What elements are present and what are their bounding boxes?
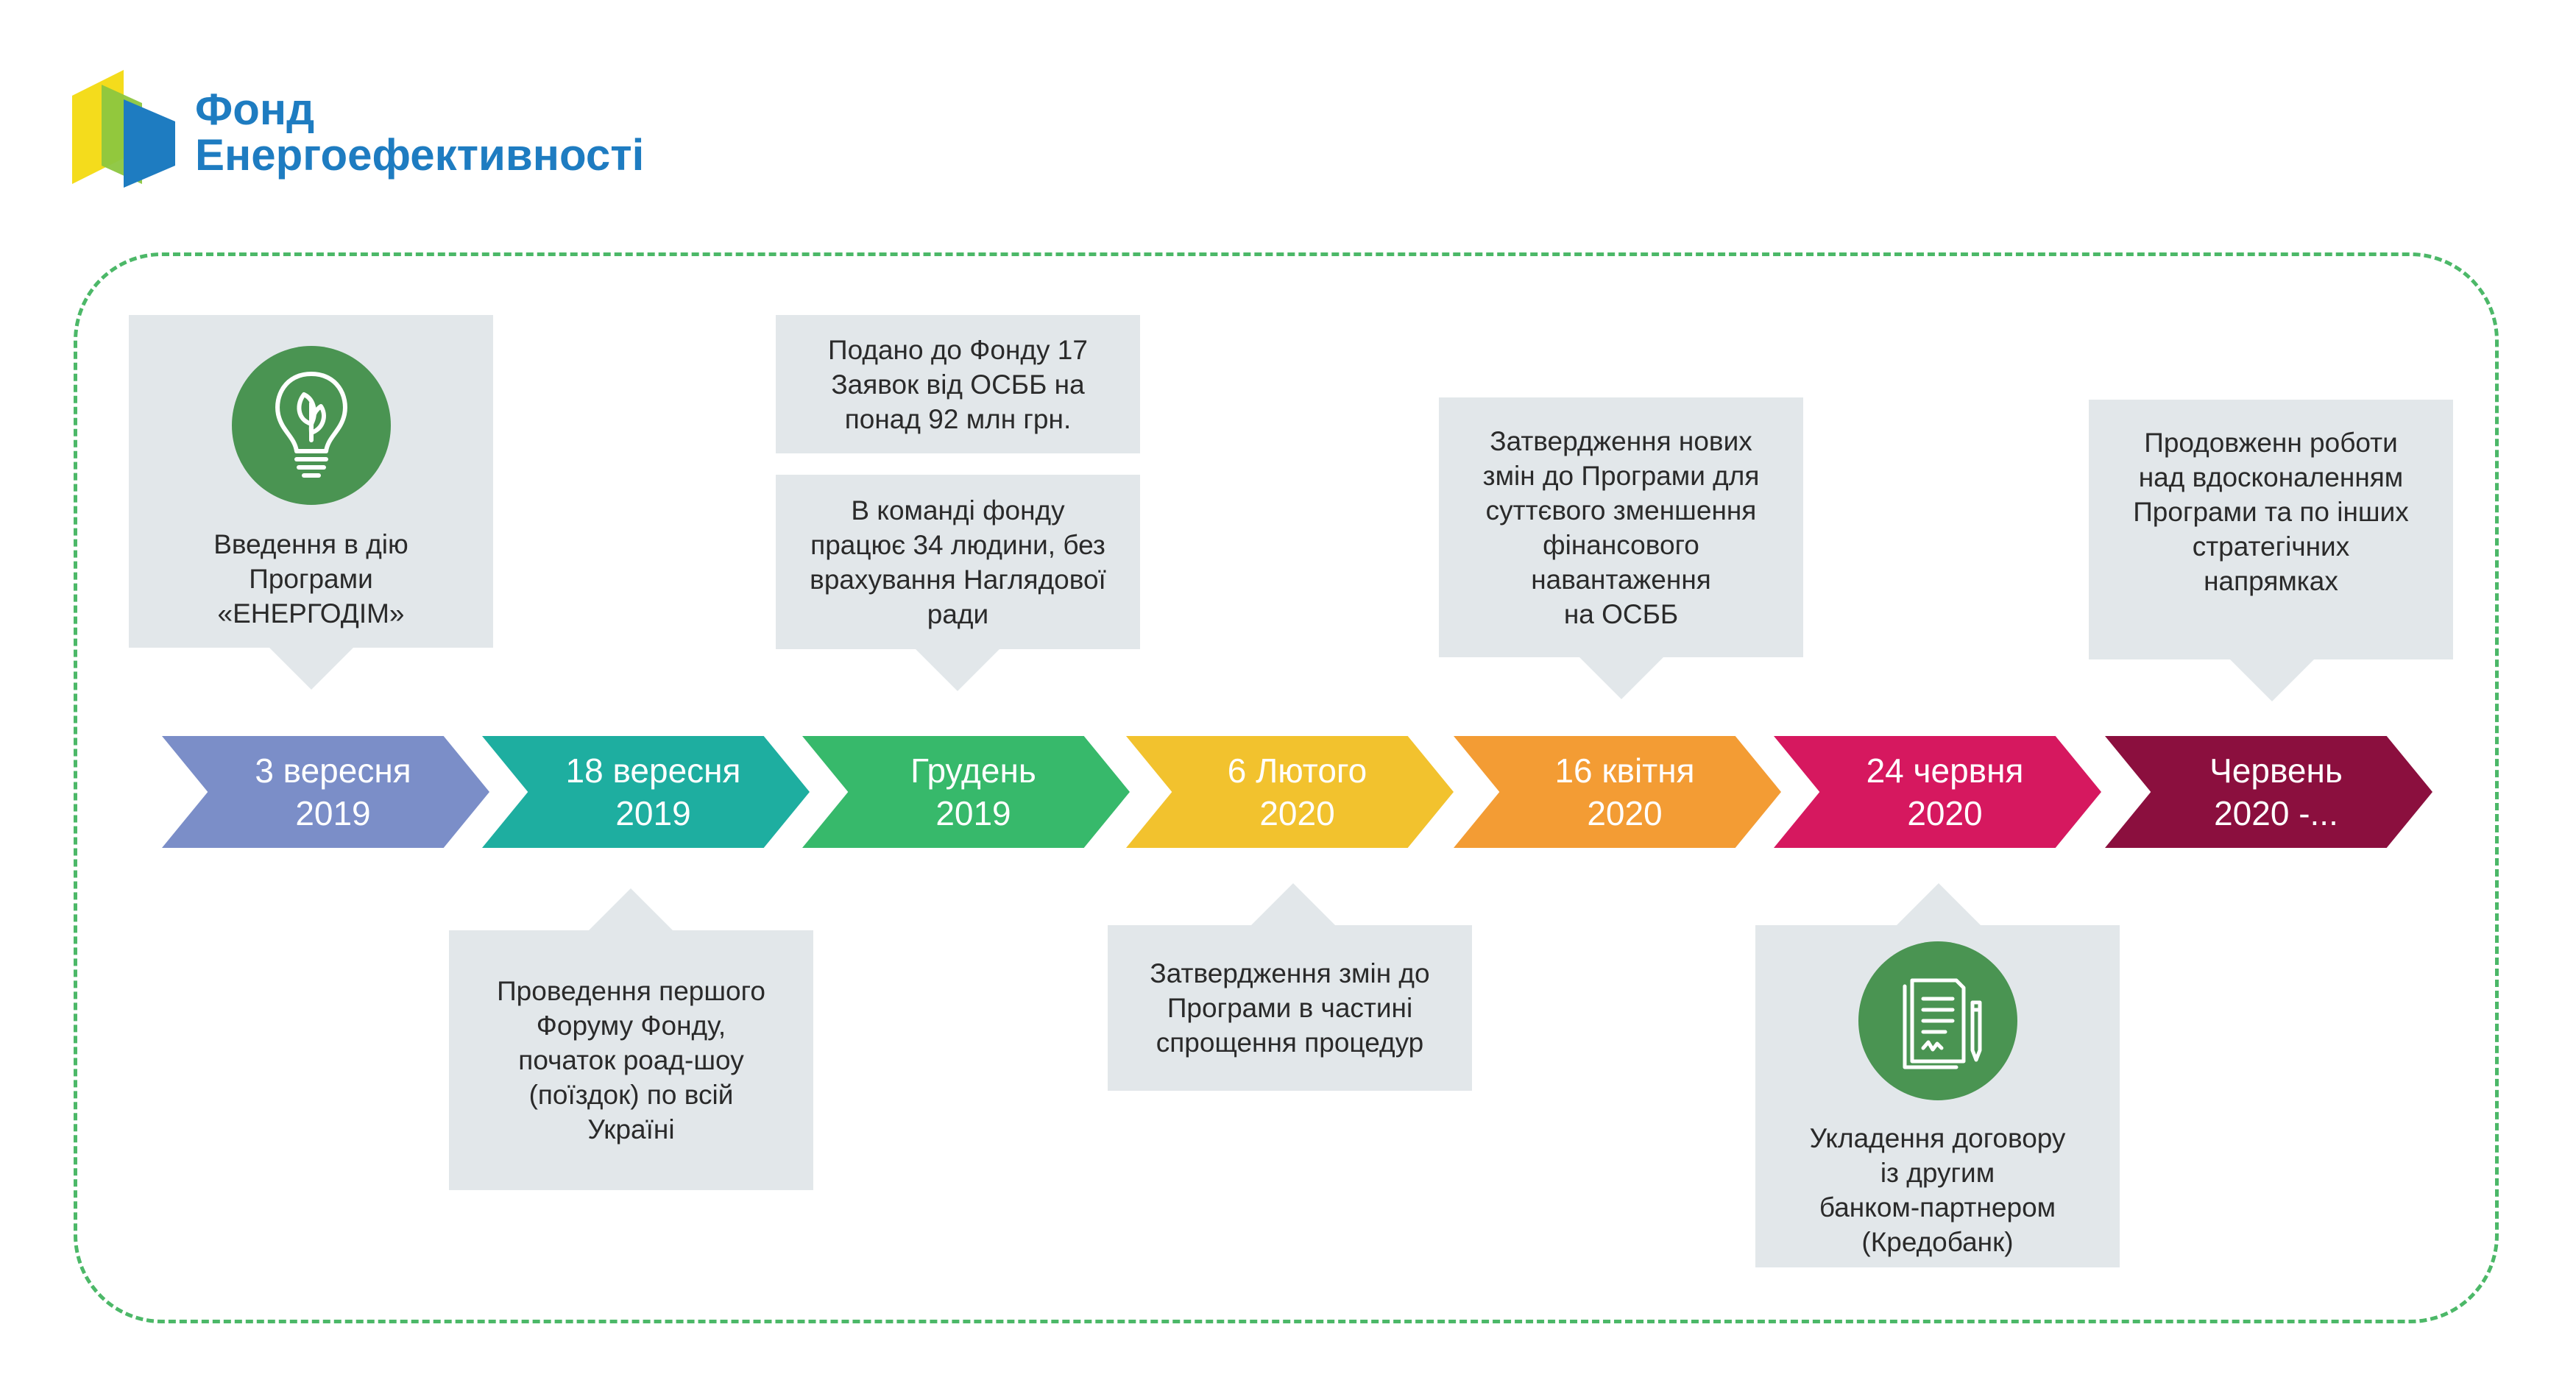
timeline-date: 16 квітня 2020 xyxy=(1554,751,1695,832)
timeline-date: Червень 2020 -... xyxy=(2209,751,2343,832)
timeline-frame xyxy=(74,252,2499,1323)
timeline-step-2: 18 вересня 2019 xyxy=(482,736,810,848)
callout-simplification: Затвердження змін до Програми в частині … xyxy=(1108,925,1472,1091)
callout-applications: Подано до Фонду 17 Заявок від ОСББ на по… xyxy=(776,315,1140,453)
timeline-step-7: Червень 2020 -... xyxy=(2105,736,2432,848)
contract-pen-icon xyxy=(1858,941,2017,1100)
callout-kredobank: Укладення договору із другим банком-парт… xyxy=(1755,925,2120,1267)
callout-energodim: Введення в дію Програми «ЕНЕРГОДІМ» xyxy=(129,315,493,648)
callout-forum: Проведення першого Форуму Фонду, початок… xyxy=(449,930,813,1190)
callout-pointer xyxy=(1897,883,1981,925)
timeline-step-6: 24 червня 2020 xyxy=(1774,736,2101,848)
timeline-step-4: 6 Лютого 2020 xyxy=(1126,736,1454,848)
logo-text: Фонд Енергоефективності xyxy=(195,87,644,178)
callout-pointer xyxy=(1251,883,1335,925)
logo-line2: Енергоефективності xyxy=(195,130,645,180)
event-text: Подано до Фонду 17 Заявок від ОСББ на по… xyxy=(828,334,1088,434)
timeline-date: 3 вересня 2019 xyxy=(255,751,411,832)
event-text: Продовженн роботи над вдосконаленням Про… xyxy=(2133,428,2409,596)
callout-new-changes: Затвердження нових змін до Програми для … xyxy=(1439,397,1803,657)
timeline-step-1: 3 вересня 2019 xyxy=(162,736,489,848)
timeline-date: 6 Лютого 2020 xyxy=(1227,751,1367,832)
callout-pointer xyxy=(2230,659,2314,701)
event-text: Проведення першого Форуму Фонду, початок… xyxy=(497,976,765,1144)
event-text: В команді фонду працює 34 людини, без вр… xyxy=(810,495,1106,629)
timeline-date: 24 червня 2020 xyxy=(1866,751,2024,832)
event-text: Укладення договору із другим банком-парт… xyxy=(1809,1123,2066,1257)
callout-team: В команді фонду працює 34 людини, без вр… xyxy=(776,475,1140,649)
callout-pointer xyxy=(1579,657,1663,699)
callout-continue: Продовженн роботи над вдосконаленням Про… xyxy=(2089,400,2453,659)
callout-pointer xyxy=(916,649,999,691)
callout-pointer xyxy=(269,648,353,690)
event-text: Введення в дію Програми «ЕНЕРГОДІМ» xyxy=(213,529,408,629)
logo-line1: Фонд xyxy=(195,85,315,134)
timeline-date: 18 вересня 2019 xyxy=(565,751,741,832)
event-text: Затвердження нових змін до Програми для … xyxy=(1482,425,1760,629)
event-text: Затвердження змін до Програми в частині … xyxy=(1150,958,1430,1058)
callout-pointer xyxy=(589,888,673,930)
lightbulb-leaf-icon xyxy=(231,346,391,505)
timeline-step-5: 16 квітня 2020 xyxy=(1454,736,1781,848)
logo-icon xyxy=(72,70,175,188)
timeline-date: Грудень 2019 xyxy=(910,751,1036,832)
timeline-step-3: Грудень 2019 xyxy=(802,736,1130,848)
